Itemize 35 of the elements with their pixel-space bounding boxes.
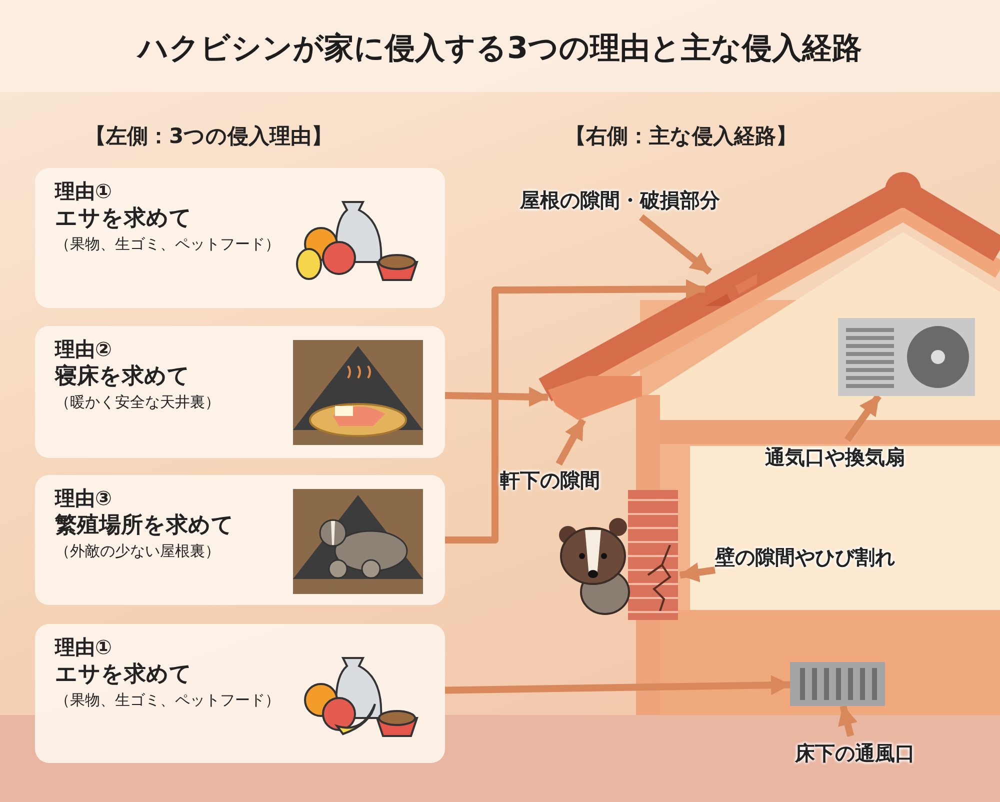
entry-point-label: 軒下の隙間 [500,466,600,494]
eave-gap [548,376,642,420]
reason-heading: エサを求めて [55,661,193,689]
reason-number: 理由③ [55,485,113,511]
arrow [639,214,712,275]
section-heading: 【右側：主な侵入経路】 [565,123,797,150]
arrow [444,675,791,696]
arrow [556,418,586,466]
reason-card [35,475,445,605]
reason-card [35,326,445,458]
arrow [445,279,706,544]
reason-heading: 繁殖場所を求めて [55,512,235,540]
entry-point-label: 屋根の隙間・破損部分 [520,186,720,214]
reason-number: 理由② [55,336,113,362]
reason-heading: エサを求めて [55,205,193,233]
title: ハクビシンが家に侵入する3つの理由と主な侵入経路 [136,30,863,68]
entry-point-label: 床下の通風口 [795,740,915,766]
arrow [444,386,549,407]
reason-heading: 寝床を求めて [55,362,191,391]
reason-number: 理由① [55,634,113,660]
reason-detail: （果物、生ゴミ、ペットフード） [55,690,281,710]
reason-detail: （外敵の少ない屋根裏） [55,541,221,561]
reason-card [35,624,445,763]
arrow [844,394,882,442]
roof-gap [705,272,757,306]
entry-point-label: 通気口や換気扇 [765,444,905,470]
ventilation-fan-icon [838,318,975,396]
reason-detail: （果物、生ゴミ、ペットフード） [55,234,281,254]
arrow [838,705,858,737]
reason-card [35,168,445,308]
floor-vent [790,662,885,706]
section-heading: 【左側：3つの侵入理由】 [85,123,333,150]
entry-point-label: 壁の隙間やひび割れ [715,544,895,570]
reason-number: 理由① [55,178,113,204]
reason-detail: （暖かく安全な天井裏） [55,392,221,412]
